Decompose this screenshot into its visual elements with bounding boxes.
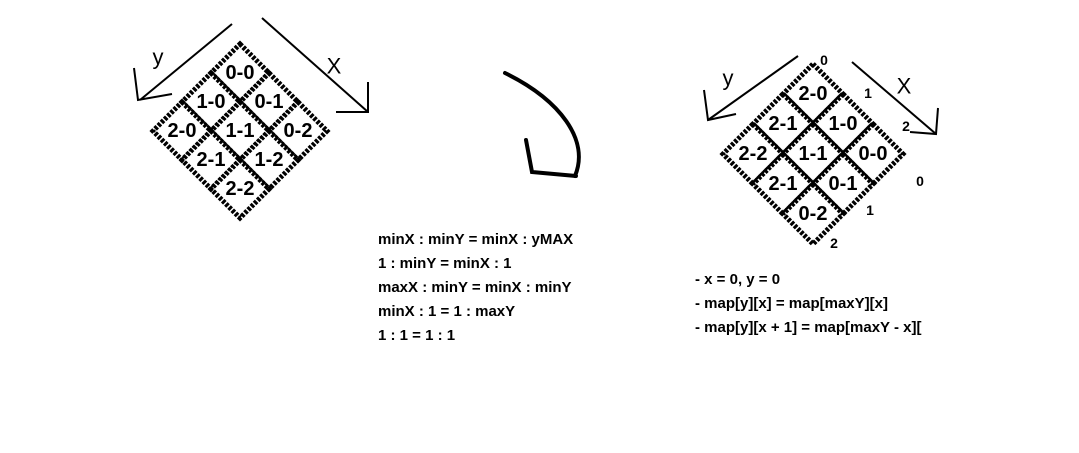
right-cell-label: 0-1 [829,173,858,195]
note-line: 1 : 1 = 1 : 1 [378,327,456,344]
right-cell-label: 1-1 [799,143,828,165]
left-x-axis-label: X [327,54,342,79]
right-cell-label: 0-0 [859,143,888,165]
right-x-axis-arrow [851,61,939,136]
left-cell-label: 0-2 [284,120,313,142]
right-cell [779,180,847,248]
note-line: minX : 1 = 1 : maxY [378,303,516,320]
right-cell-label: 2-1 [769,113,798,135]
left-cell [207,156,273,222]
note-line: maxX : minY = minX : minY [378,279,572,296]
middle-notes: minX : minY = minX : yMAX 1 : minY = min… [378,228,573,348]
right-top-index-label: 2 [902,118,910,134]
note-line: 1 : minY = minX : 1 [378,255,512,272]
right-side-index-label: 1 [866,202,874,218]
note-line: minX : minY = minX : yMAX [378,231,574,248]
left-y-axis-arrow [133,23,233,102]
left-y-axis-label: y [153,45,164,70]
right-cell-label: 2-2 [739,143,768,165]
note-line: - x = 0, y = 0 [695,271,781,288]
left-cell-label: 2-2 [226,178,255,200]
right-cell-label: 1-0 [829,113,858,135]
left-cell-label: 1-1 [226,120,255,142]
right-side-index-label: 2 [830,235,838,251]
right-x-axis-label: X [897,74,912,99]
right-cell-label: 2-1 [769,173,798,195]
right-top-index-label: 0 [820,52,828,68]
right-y-axis-arrow [703,55,799,122]
right-top-index-label: 1 [864,85,872,101]
right-cell-label: 2-0 [799,83,828,105]
right-y-axis-label: y [723,66,734,91]
note-line: - map[y][x + 1] = map[maxY - x][ [695,319,922,336]
right-cell-label: 0-2 [799,203,828,225]
right-notes: - x = 0, y = 0 - map[y][x] = map[maxY][x… [695,268,921,340]
left-cell-label: 2-1 [197,149,226,171]
note-line: - map[y][x] = map[maxY][x] [695,295,888,312]
right-side-index-label: 0 [916,173,924,189]
left-diagram: 0-00-10-2 1-01-11-2 2-02-12-2 y X [133,17,369,222]
rotate-arrow [503,71,581,178]
left-cell-label: 0-1 [255,91,284,113]
left-cell-label: 2-0 [168,120,197,142]
left-cell-label: 0-0 [226,62,255,84]
left-cell-label: 1-0 [197,91,226,113]
left-cell-label: 1-2 [255,149,284,171]
left-x-axis-arrow [261,17,369,113]
